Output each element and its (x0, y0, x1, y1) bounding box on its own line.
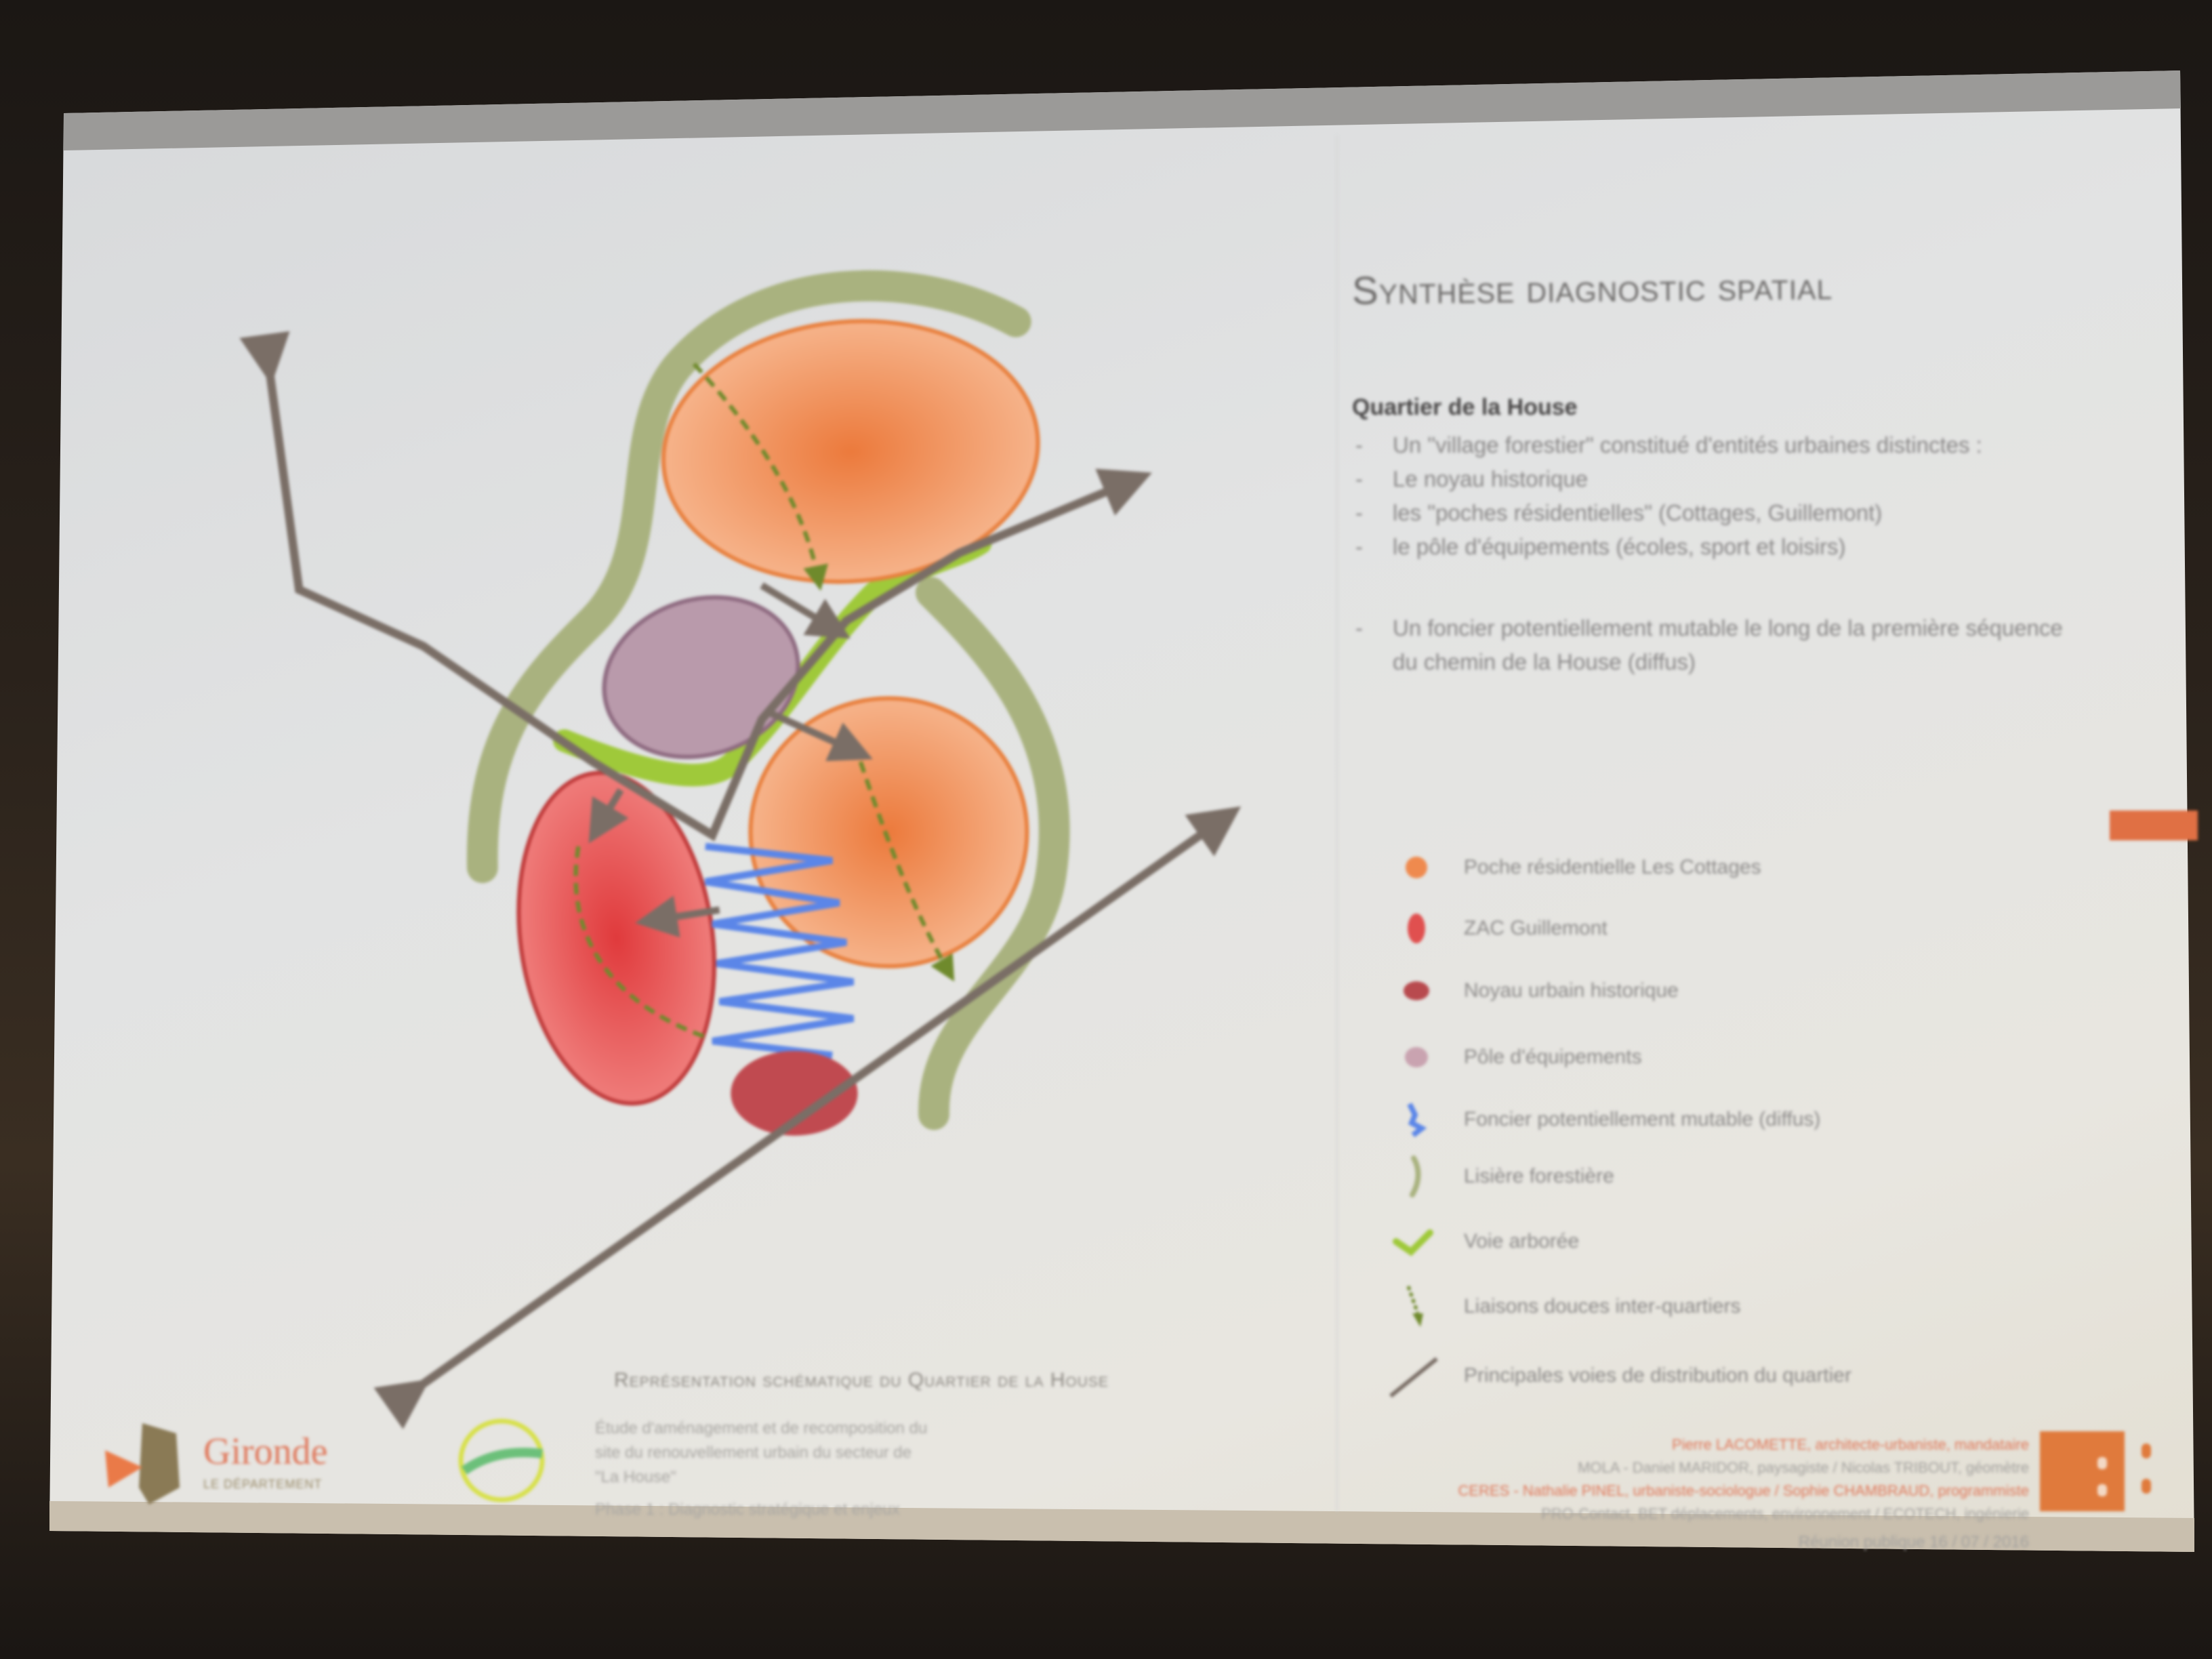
gironde-logo-sub: LE DÉPARTEMENT (203, 1477, 323, 1491)
legend-label: Pôle d'équipements (1464, 1046, 1642, 1068)
legend-label: Principales voies de distribution du qua… (1464, 1364, 1851, 1387)
legend-label: Poche résidentielle Les Cottages (1464, 856, 1761, 878)
darkred-ellipse-icon (1404, 981, 1429, 1000)
credit-line: MOLA - Daniel MARIDOR, paysagiste / Nico… (1578, 1459, 2029, 1476)
orange-ellipse-icon (1406, 857, 1427, 878)
olive-arc-icon (1410, 1155, 1421, 1197)
bullet-list: Un "village forestier" constitué d'entit… (1352, 428, 2064, 679)
gironde-logo-icon (105, 1423, 180, 1504)
partner-circle-logo-icon (458, 1418, 545, 1502)
bullet-item: Un foncier potentiellement mutable le lo… (1352, 611, 2064, 679)
footer-line: "La House" (595, 1468, 676, 1486)
logo-dot (2142, 1443, 2151, 1458)
main-road-2 (373, 806, 1242, 1429)
credit-line: PRO-Contact, BET déplacements, environne… (1541, 1505, 2029, 1522)
legend-label: Voie arborée (1464, 1230, 1580, 1252)
legend-item: Voie arborée (1389, 1221, 1999, 1262)
legend-item: Poche résidentielle Les Cottages (1389, 847, 1999, 888)
footer-credits: Pierre LACOMETTE, architecte-urbaniste, … (1458, 1433, 2029, 1554)
bullet-item: les "poches résidentielles" (Cottages, G… (1352, 496, 2064, 530)
footer-line: site du renouvellement urbain du secteur… (595, 1443, 912, 1462)
logo-dot (2142, 1479, 2151, 1494)
secondary-road-1 (760, 582, 851, 639)
legend-label: Noyau urbain historique (1464, 979, 1679, 1002)
zone-cottages-2 (748, 696, 1029, 969)
blue-zigzag-icon (1407, 1103, 1427, 1138)
legend-item: Noyau urbain historique (1389, 970, 1999, 1011)
legend-item: ZAC Guillemont (1389, 908, 1999, 949)
section-heading: Quartier de la House (1352, 394, 1578, 420)
credit-line: Pierre LACOMETTE, architecte-urbaniste, … (1672, 1436, 2029, 1453)
legend-item: Lisière forestière (1389, 1155, 1999, 1197)
legend-label: Foncier potentiellement mutable (diffus) (1464, 1108, 1821, 1130)
legend-label: Lisière forestière (1464, 1165, 1614, 1187)
mauve-ellipse-icon (1405, 1047, 1428, 1067)
zone-zac-guillemont (516, 771, 717, 1106)
footer-line: Phase 1 : Diagnostic stratégique et enje… (595, 1500, 900, 1519)
secondary-road-4 (635, 895, 720, 938)
legend-item: Liaisons douces inter-quartiers (1389, 1286, 1999, 1327)
legend-label: Liaisons douces inter-quartiers (1464, 1295, 1741, 1317)
architect-logo-icon (2040, 1431, 2125, 1511)
bullet-item: Le noyau historique (1352, 462, 2064, 496)
footer-study-info: Étude d'aménagement et de recomposition … (595, 1416, 927, 1522)
lime-check-icon (1393, 1229, 1433, 1256)
bullet-item: le pôle d'équipements (écoles, sport et … (1352, 530, 2064, 564)
bullet-item: Un "village forestier" constitué d'entit… (1352, 428, 2064, 462)
secondary-road-2 (767, 709, 873, 762)
credit-line: CERES - Nathalie PINEL, urbaniste-sociol… (1458, 1482, 2029, 1499)
grey-line-icon (1389, 1357, 1438, 1398)
gironde-logo-name: Gironde (203, 1431, 328, 1473)
footer-line: Étude d'aménagement et de recomposition … (595, 1419, 928, 1437)
legend-item: Pôle d'équipements (1389, 1037, 1999, 1078)
meeting-date: Réunion publique 16 / 07 / 2016 (1798, 1533, 2029, 1551)
slide-title: Synthèse diagnostic spatial (1351, 264, 1833, 313)
legend-item: Foncier potentiellement mutable (diffus) (1389, 1099, 1999, 1140)
slide-marker-tab (2110, 811, 2198, 840)
legend-label: ZAC Guillemont (1464, 917, 1607, 939)
zone-equipements (602, 595, 800, 760)
diagram-caption: Représentation schématique du Quartier d… (614, 1369, 1109, 1391)
slide-divider (1336, 136, 1338, 1511)
secondary-road-3 (588, 788, 629, 844)
legend-item: Principales voies de distribution du qua… (1389, 1355, 1999, 1398)
green-dashed-arrow-icon (1406, 1286, 1423, 1327)
red-ellipse-icon (1408, 914, 1425, 943)
